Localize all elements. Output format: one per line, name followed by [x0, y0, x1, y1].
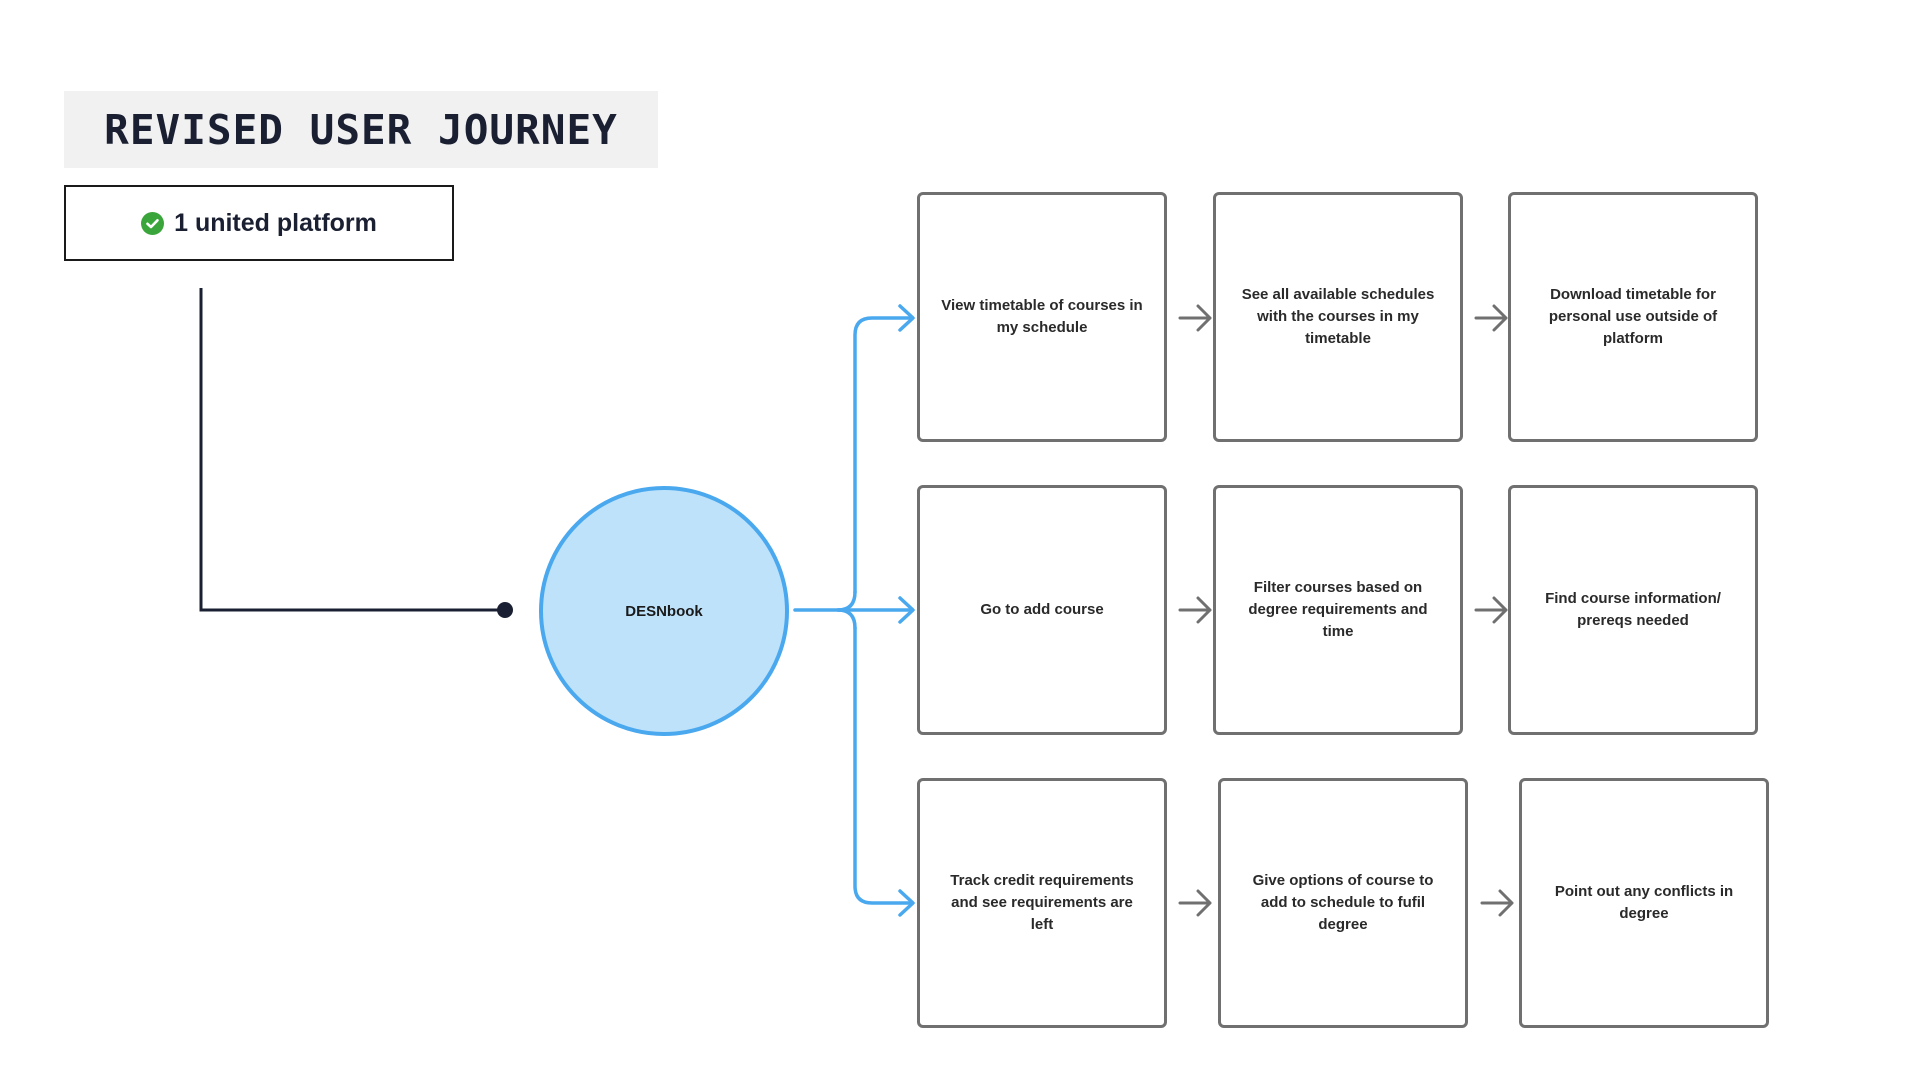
check-circle-icon — [141, 211, 165, 235]
step-filter-courses: Filter courses based on degree requireme… — [1213, 485, 1463, 735]
platform-to-hub-line — [199, 288, 505, 612]
step-point-out-conflicts: Point out any conflicts in degree — [1519, 778, 1769, 1028]
arrow-row2-step1-to-step2 — [1178, 596, 1212, 624]
hub-branch-connectors — [793, 304, 915, 917]
arrowhead-bottom — [898, 889, 915, 917]
line-endpoint-dot — [497, 602, 513, 618]
badge-label: 1 united platform — [174, 208, 377, 237]
desnbook-hub: DESNbook — [539, 486, 789, 736]
step-download-timetable: Download timetable for personal use outs… — [1508, 192, 1758, 442]
step-label: Point out any conflicts in degree — [1554, 883, 1734, 922]
step-label: See all available schedules with the cou… — [1241, 286, 1435, 347]
title-block: REVISED USER JOURNEY — [64, 91, 658, 168]
branch-curve-up — [836, 590, 857, 612]
step-label: Filter courses based on degree requireme… — [1248, 579, 1428, 640]
step-track-credits: Track credit requirements and see requir… — [917, 778, 1167, 1028]
arrow-row1-step1-to-step2 — [1178, 304, 1212, 332]
step-arrows — [1178, 304, 1514, 917]
step-label: Track credit requirements and see requir… — [950, 872, 1134, 933]
step-find-course-info: Find course information/ prereqs needed — [1508, 485, 1758, 735]
arrowhead-middle — [898, 596, 915, 624]
step-label: View timetable of courses in my schedule — [941, 297, 1143, 336]
step-view-timetable: View timetable of courses in my schedule — [917, 192, 1167, 442]
step-label: Give options of course to add to schedul… — [1252, 872, 1434, 933]
page-title: REVISED USER JOURNEY — [104, 105, 618, 154]
hub-to-top-connector — [853, 316, 914, 594]
arrow-row3-step2-to-step3 — [1480, 889, 1514, 917]
step-see-schedules: See all available schedules with the cou… — [1213, 192, 1463, 442]
step-label: Find course information/ prereqs needed — [1545, 590, 1721, 629]
step-label: Go to add course — [980, 601, 1104, 618]
step-course-options: Give options of course to add to schedul… — [1218, 778, 1468, 1028]
united-platform-badge: 1 united platform — [64, 185, 454, 261]
arrow-row3-step1-to-step2 — [1178, 889, 1212, 917]
arrow-row2-step2-to-step3 — [1474, 596, 1508, 624]
branch-curve-down — [836, 608, 857, 630]
step-label: Download timetable for personal use outs… — [1548, 286, 1718, 347]
arrow-row1-step2-to-step3 — [1474, 304, 1508, 332]
step-add-course: Go to add course — [917, 485, 1167, 735]
hub-to-bottom-connector — [853, 626, 914, 905]
arrowhead-top — [898, 304, 915, 332]
hub-label: DESNbook — [625, 602, 703, 620]
